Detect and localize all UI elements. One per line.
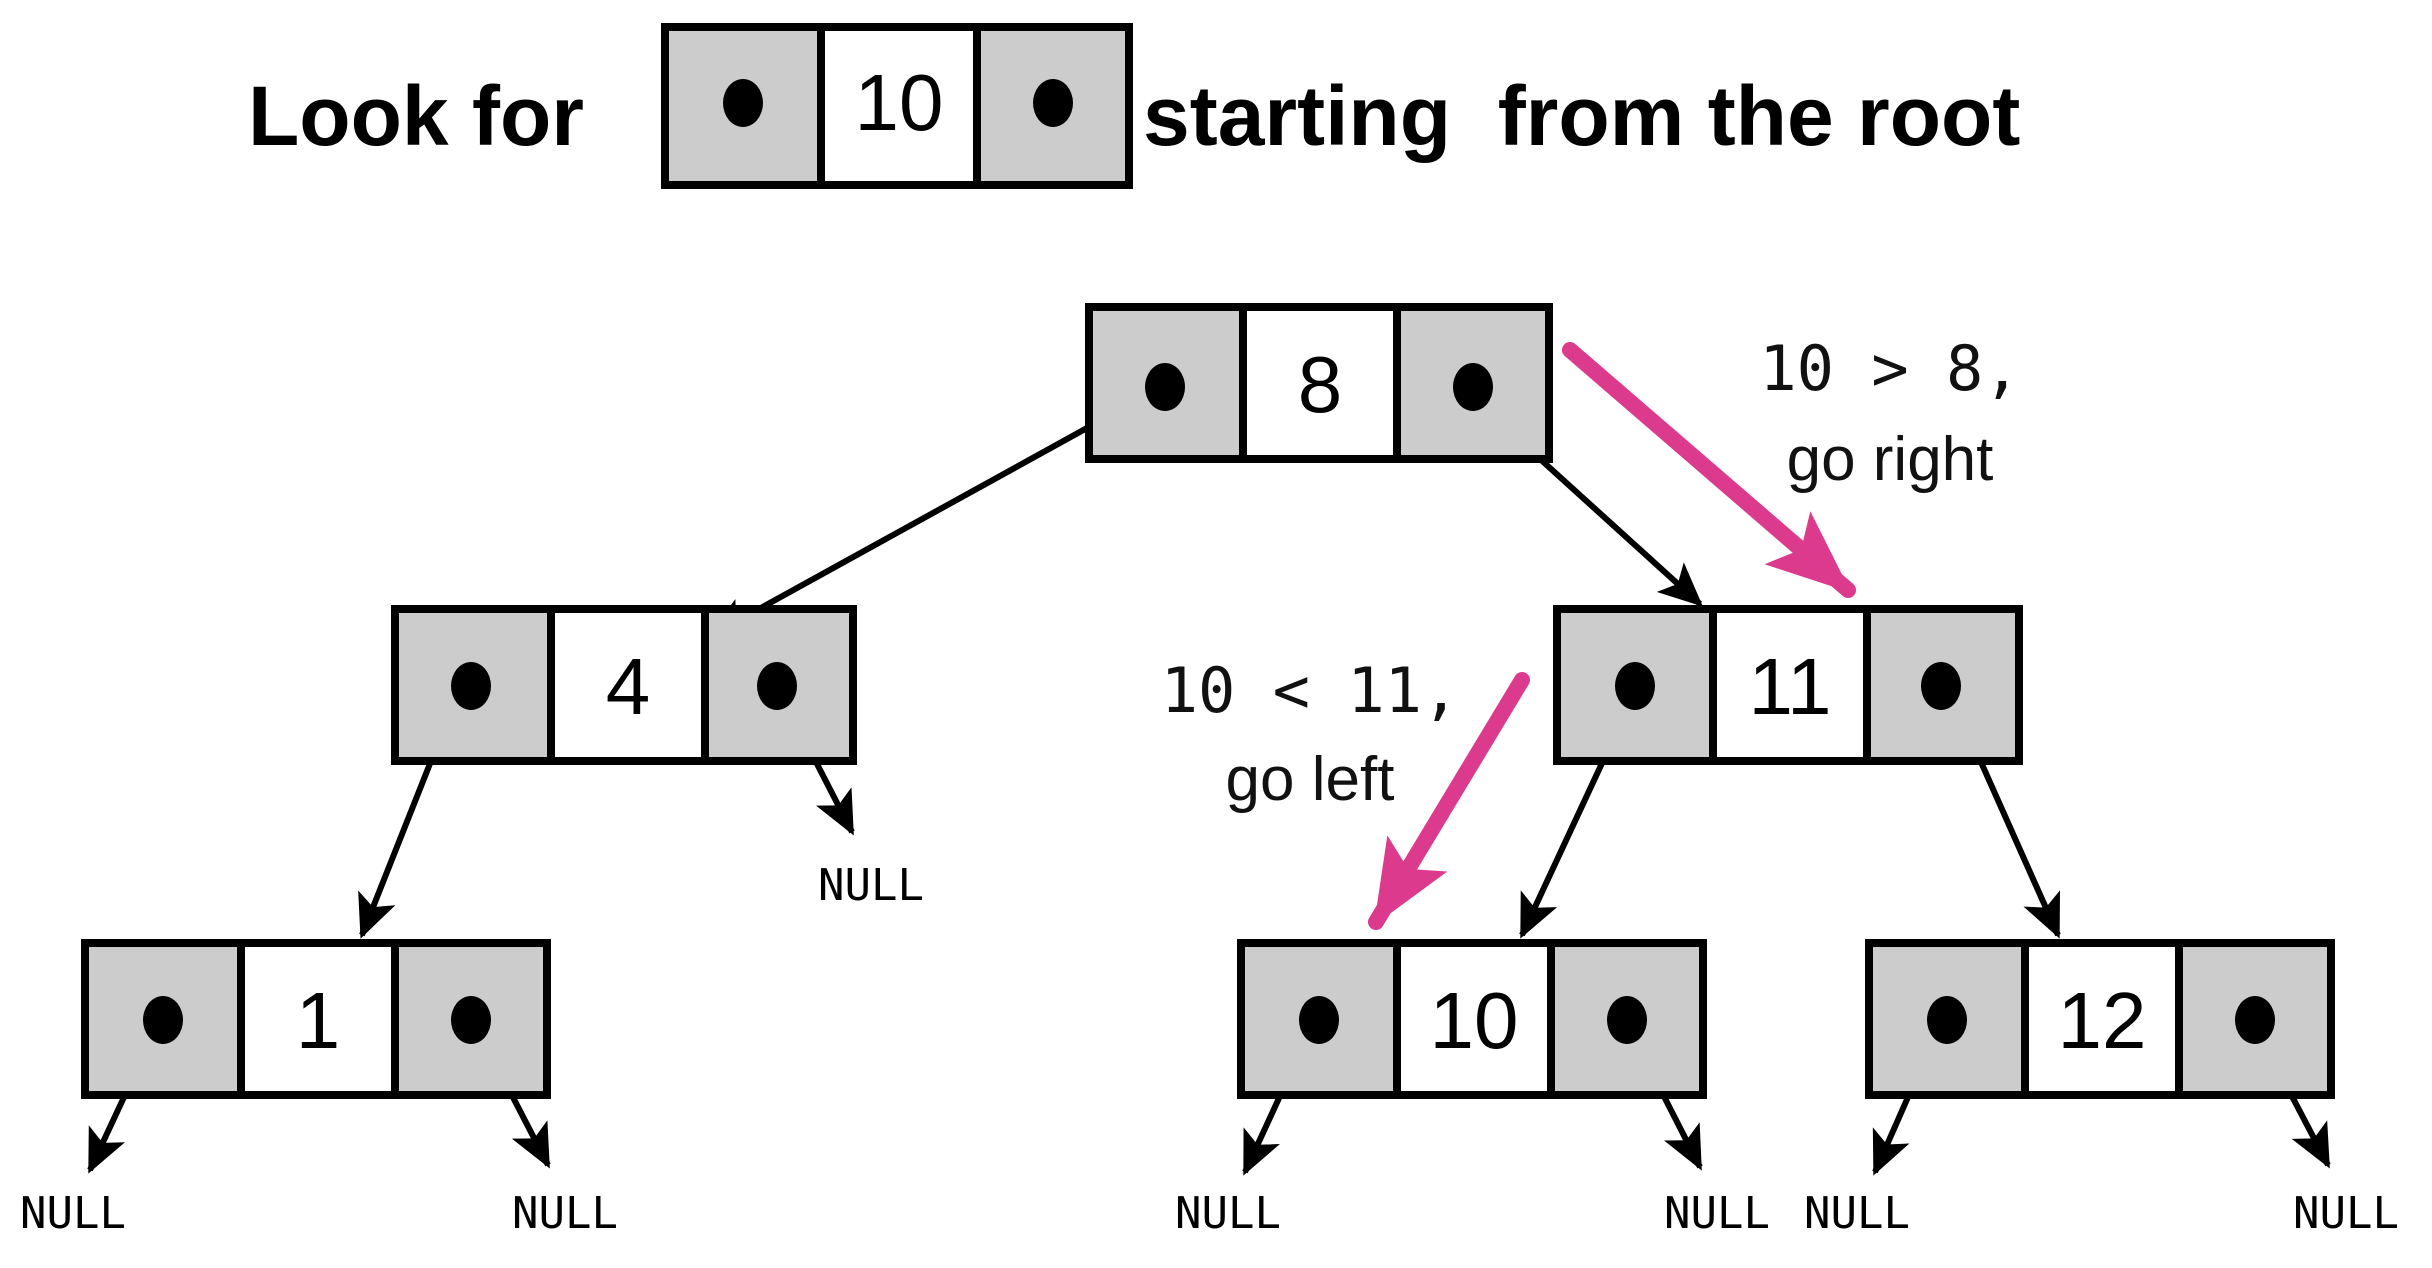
node-right-value: 11 bbox=[1748, 642, 1831, 731]
search-key-node: 10 bbox=[661, 23, 1133, 189]
node-right-left-value-cell bbox=[1393, 939, 1555, 1099]
search-key-left-pointer-cell bbox=[661, 23, 825, 189]
header-suffix: starting from the root bbox=[1143, 69, 2020, 163]
pointer-dot bbox=[451, 662, 491, 710]
node-root-right-cell bbox=[1393, 303, 1553, 463]
null-label: NULL bbox=[1804, 1188, 1910, 1239]
node-left-value: 4 bbox=[606, 642, 651, 731]
null-label: NULL bbox=[1175, 1188, 1281, 1239]
header: Look for 10 starting from the root bbox=[248, 23, 2020, 189]
node-right-left bbox=[1237, 939, 1707, 1099]
annotation-step2-action: go left bbox=[1226, 745, 1395, 814]
annotation-step1-compare: 10 > 8, bbox=[1759, 332, 2020, 405]
header-prefix: Look for bbox=[248, 69, 584, 163]
search-arrow-go-right bbox=[1562, 342, 1856, 598]
search-key-value-cell bbox=[817, 23, 981, 189]
pointer-dot bbox=[757, 662, 797, 710]
null-label: NULL bbox=[1664, 1188, 1770, 1239]
annotation-step2: 10 < 11, go left bbox=[1161, 654, 1460, 814]
annotation-step1: 10 > 8, go right bbox=[1759, 332, 2020, 494]
search-key-left-pointer-dot bbox=[723, 79, 763, 127]
annotation-step2-compare: 10 < 11, bbox=[1161, 654, 1460, 727]
search-path bbox=[1368, 342, 1856, 930]
null-label: NULL bbox=[2293, 1188, 2399, 1239]
node-left bbox=[391, 605, 857, 765]
search-key-right-pointer-dot bbox=[1033, 79, 1073, 127]
pointer-dot bbox=[143, 996, 183, 1044]
tree-nodes bbox=[81, 303, 2335, 1099]
pointer-dot bbox=[2235, 996, 2275, 1044]
pointer-dots bbox=[143, 363, 2275, 1044]
node-left-left-value-cell bbox=[237, 939, 399, 1099]
node-right-left-value: 10 bbox=[1430, 976, 1519, 1065]
node-right-right-value: 12 bbox=[2058, 976, 2147, 1065]
pointer-dot bbox=[1299, 996, 1339, 1044]
node-left-left-right-cell bbox=[391, 939, 551, 1099]
pointer-dot bbox=[1453, 363, 1493, 411]
node-values: 8 4 11 1 10 12 bbox=[296, 340, 2147, 1065]
node-right-value-cell bbox=[1709, 605, 1871, 765]
pointer-dot bbox=[1615, 662, 1655, 710]
pointer-dot bbox=[1921, 662, 1961, 710]
null-labels: NULL NULL NULL NULL NULL NULL NULL bbox=[20, 860, 2399, 1239]
pointer-dot bbox=[451, 996, 491, 1044]
node-root-value-cell bbox=[1239, 303, 1401, 463]
pointer-dot bbox=[1927, 996, 1967, 1044]
null-label: NULL bbox=[512, 1188, 618, 1239]
null-label: NULL bbox=[20, 1188, 126, 1239]
search-key-value: 10 bbox=[855, 58, 944, 147]
null-label: NULL bbox=[818, 860, 924, 911]
node-left-left-value: 1 bbox=[296, 976, 341, 1065]
pointer-dot bbox=[1607, 996, 1647, 1044]
search-arrow-go-left bbox=[1368, 672, 1530, 930]
node-right-right-value-cell bbox=[2021, 939, 2183, 1099]
annotation-step1-action: go right bbox=[1787, 425, 1994, 494]
pointer-dot bbox=[1145, 363, 1185, 411]
node-root-value: 8 bbox=[1298, 340, 1343, 429]
